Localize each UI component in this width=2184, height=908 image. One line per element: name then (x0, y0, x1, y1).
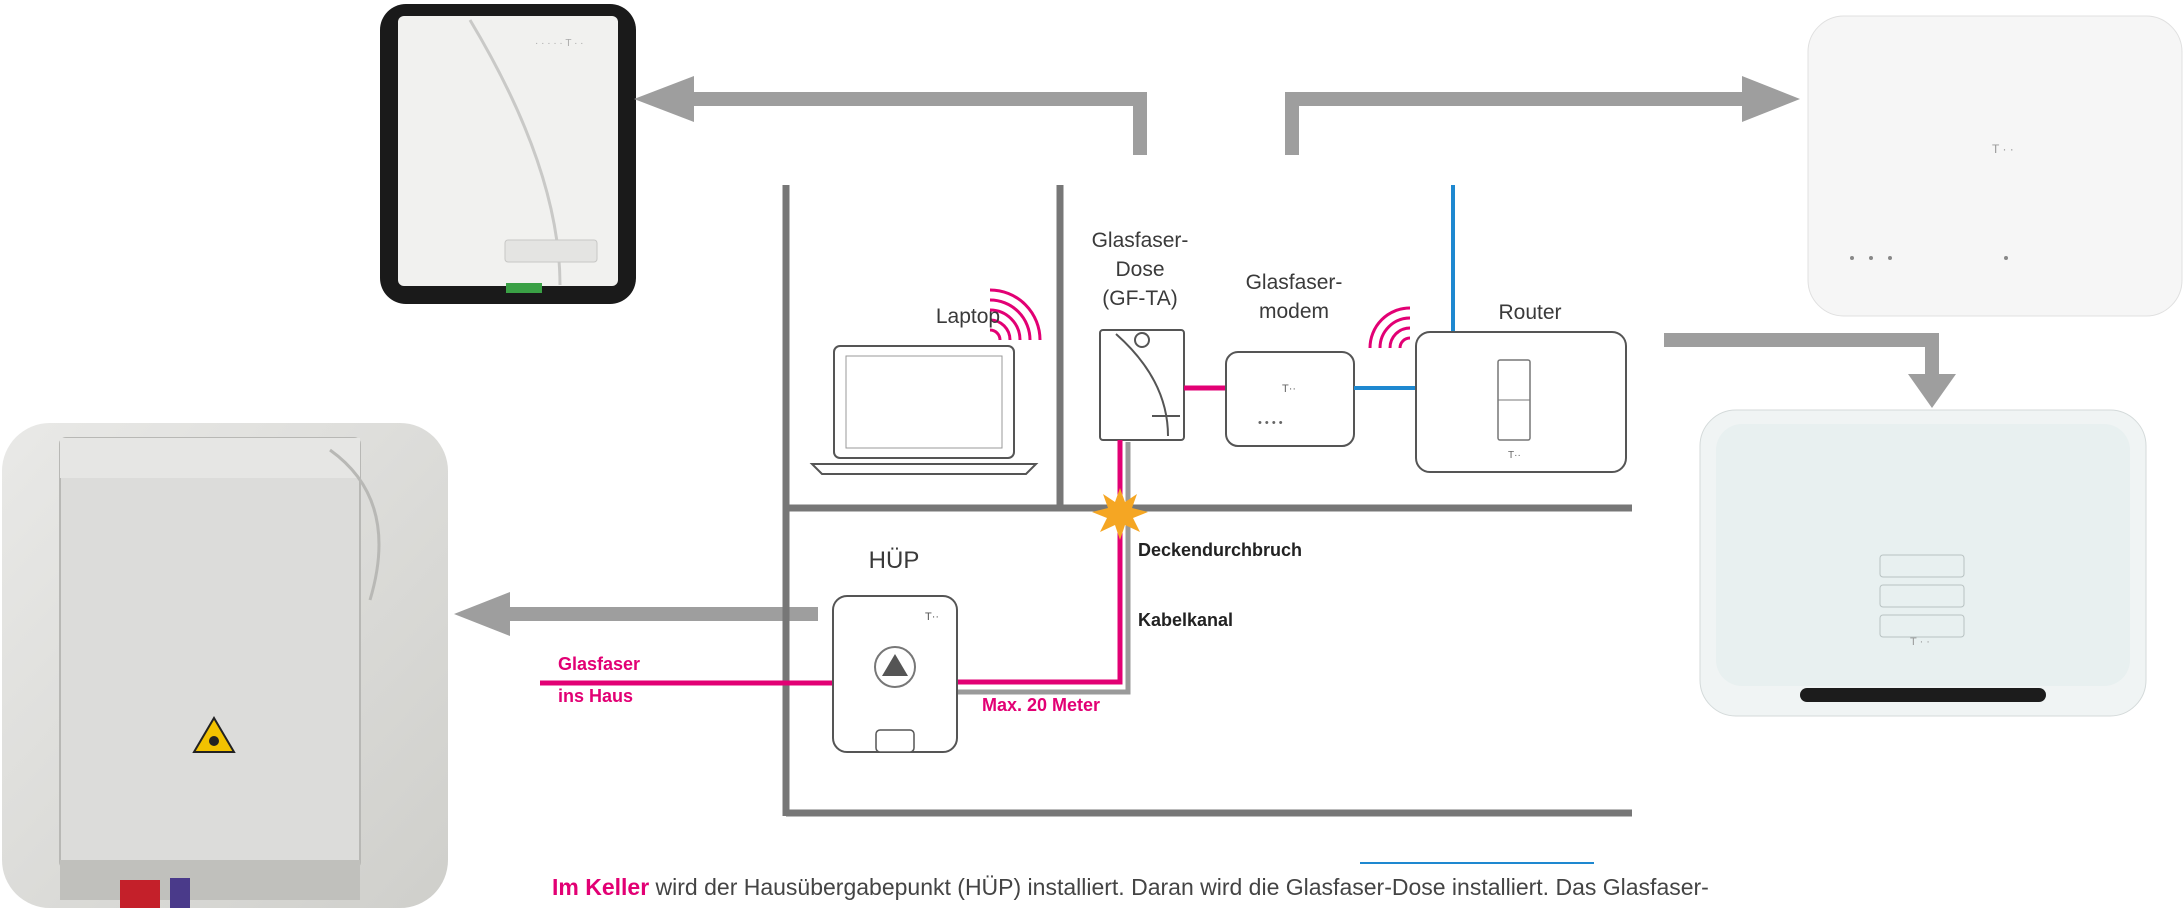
svg-text:• • • •: • • • • (1258, 417, 1283, 429)
cable-duct (955, 442, 1131, 695)
ethernet-cable (1354, 185, 1455, 390)
svg-text:T · ·: T · · (1910, 636, 1930, 648)
label-laptop: Laptop (935, 305, 1001, 328)
label-kabelkanal: Kabelkanal (1138, 610, 1234, 630)
label-modem: Glasfaser- modem (1232, 268, 1356, 326)
huep-icon: T·· (832, 595, 958, 753)
photo-huep (2, 423, 448, 908)
arrow-to-router-photo (1664, 333, 1956, 408)
caption-text: Im Keller wird der Hausübergabepunkt (HÜ… (552, 874, 1709, 901)
label-router: Router (1498, 301, 1562, 324)
caption-body: wird der Hausübergabepunkt (HÜP) install… (649, 874, 1709, 900)
label-max-distance: Max. 20 Meter (982, 695, 1101, 715)
router-icon: T·· (1415, 331, 1627, 473)
svg-text:T · ·: T · · (1992, 142, 2014, 156)
label-gf-ta-line1: Glasfaser- (1091, 229, 1189, 252)
laptop-wifi-icon (989, 288, 1042, 341)
arrow-to-huep-photo (454, 592, 818, 636)
caption-bold: Im Keller (552, 874, 650, 900)
ceiling-penetration-burst-icon (1092, 488, 1148, 540)
svg-text:· · · · · T · ·: · · · · · T · · (535, 38, 584, 49)
label-huep: HÜP (868, 547, 920, 574)
photo-gf-ta: · · · · · T · · (380, 4, 636, 304)
svg-text:T··: T·· (1282, 383, 1296, 395)
label-gf-ta-line3: (GF-TA) (1102, 287, 1178, 310)
label-ins-haus: ins Haus (558, 686, 634, 706)
photo-router: T · · (1699, 409, 2147, 717)
laptop-icon (809, 345, 1039, 475)
building-walls (782, 185, 1632, 817)
label-gf-ta: Glasfaser- Dose (GF-TA) (1078, 226, 1202, 313)
label-modem-line2: modem (1258, 300, 1330, 323)
label-deckendurchbruch: Deckendurchbruch (1138, 540, 1303, 560)
modem-wifi-icon (1368, 306, 1411, 349)
photo-modem: T · · (1807, 15, 2183, 317)
arrow-to-modem-photo (1285, 76, 1800, 155)
gf-ta-icon (1099, 329, 1185, 441)
modem-icon: T·· • • • • (1225, 351, 1355, 447)
svg-text:T··: T·· (925, 611, 939, 623)
svg-text:T··: T·· (1508, 450, 1521, 461)
label-gf-ta-line2: Dose (1115, 258, 1165, 281)
label-modem-line1: Glasfaser- (1245, 271, 1343, 294)
arrow-to-gf-ta-photo (634, 76, 1147, 155)
label-glasfaser: Glasfaser (558, 654, 641, 674)
